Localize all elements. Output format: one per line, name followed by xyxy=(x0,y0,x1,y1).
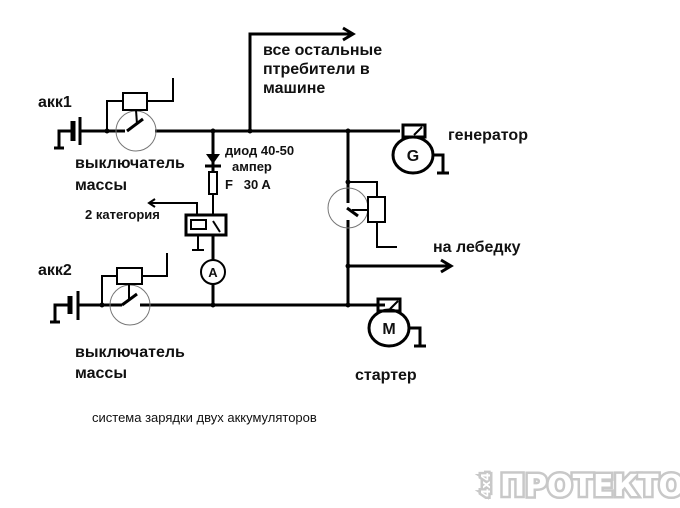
other-consumers-arrow xyxy=(248,26,356,131)
fuse-label: F 30 A xyxy=(225,177,271,192)
other-consumers-label-line2: птребители в xyxy=(263,61,370,78)
battery-1-label: акк1 xyxy=(38,94,72,111)
starter-letter: M xyxy=(382,321,395,338)
ammeter-label: A xyxy=(208,265,218,280)
battery-1-symbol xyxy=(54,117,82,150)
other-consumers-label-line3: машине xyxy=(263,80,325,97)
battery-2-label: акк2 xyxy=(38,262,72,279)
relay-symbol xyxy=(147,198,228,260)
master-switch-2-label-line2: массы xyxy=(75,365,127,382)
ammeter-symbol: A xyxy=(200,259,226,305)
master-switch-2-label-line1: выключатель xyxy=(75,344,185,361)
master-switch-1 xyxy=(106,78,174,152)
starter-label: стартер xyxy=(355,367,417,384)
battery-2-symbol xyxy=(50,291,80,324)
watermark-logo: 4x4 ПРОТЕКТОР xyxy=(477,467,680,507)
master-switch-2 xyxy=(101,253,168,326)
relay-category-label: 2 категория xyxy=(85,207,160,222)
generator-label: генератор xyxy=(448,127,528,144)
starter-symbol: M xyxy=(367,297,426,348)
winch-label: на лебедку xyxy=(433,239,521,256)
winch-relay xyxy=(327,131,397,305)
generator-letter: G xyxy=(407,148,419,165)
watermark-small: 4x4 xyxy=(479,473,493,497)
master-switch-1-label-line2: массы xyxy=(75,177,127,194)
diode-unit-label: ампер xyxy=(232,159,272,174)
winch-arrow xyxy=(345,258,454,274)
watermark-main: ПРОТЕКТОР xyxy=(500,469,680,504)
diagram-caption: система зарядки двух аккумуляторов xyxy=(92,410,317,425)
generator-symbol: G xyxy=(391,123,449,175)
diode-label: диод 40-50 xyxy=(225,143,294,158)
other-consumers-label-line1: все остальные xyxy=(263,42,382,59)
fuse-symbol xyxy=(208,171,218,215)
diode-symbol xyxy=(205,131,221,172)
master-switch-1-label-line1: выключатель xyxy=(75,155,185,172)
